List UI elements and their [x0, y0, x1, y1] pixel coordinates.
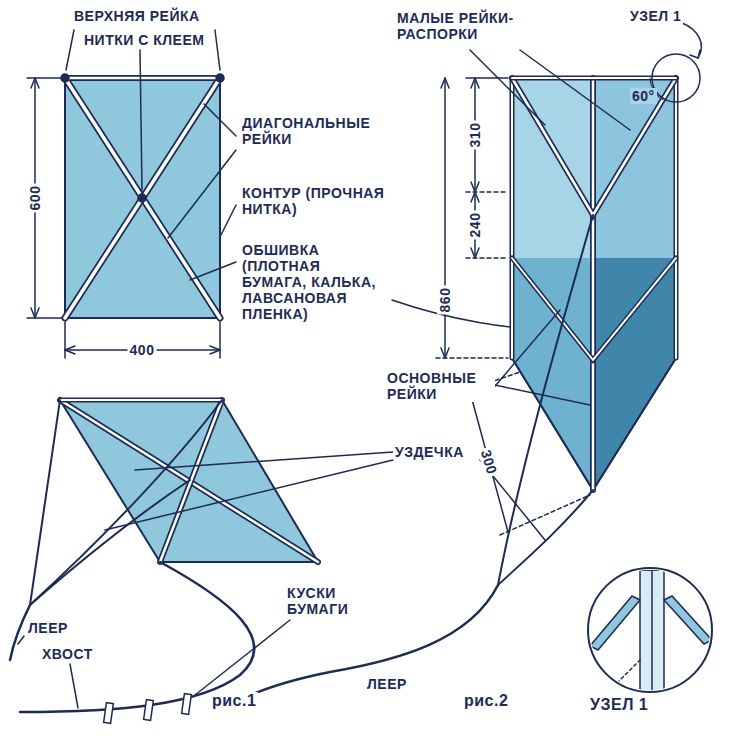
- figure-label: рис.2: [462, 692, 510, 710]
- part-label: КОНТУР (ПРОЧНАЯ НИТКА): [240, 185, 390, 217]
- callout-label: УЗЕЛ 1: [628, 8, 683, 24]
- part-label: ХВОСТ: [40, 646, 95, 662]
- part-label: КУСКИ БУМАГИ: [285, 585, 375, 617]
- part-label: ВЕРХНЯЯ РЕЙКА: [72, 8, 202, 24]
- part-label: УЗДЕЧКА: [393, 444, 466, 460]
- part-label: ЛЕЕР: [26, 620, 70, 636]
- figure-label: УЗЕЛ 1: [588, 696, 650, 714]
- part-label: ОСНОВНЫЕ РЕЙКИ: [385, 370, 495, 402]
- part-label: ЛЕЕР: [365, 676, 409, 692]
- dimension-number: 240: [467, 211, 483, 240]
- part-label: ДИАГОНАЛЬНЫЕ РЕЙКИ: [240, 115, 390, 147]
- dimension-number: 300: [477, 446, 500, 478]
- dimension-number: 600: [27, 184, 43, 213]
- dimension-number: 860: [437, 286, 453, 315]
- dimension-number: 310: [467, 121, 483, 150]
- figure-label: рис.1: [210, 692, 258, 710]
- angle-label: 60°: [630, 88, 657, 104]
- dimension-number: 400: [128, 342, 157, 358]
- part-label: НИТКИ С КЛЕЕМ: [82, 32, 206, 48]
- part-label: ОБШИВКА (ПЛОТНАЯ БУМАГА, КАЛЬКА, ЛАВСАНО…: [240, 242, 390, 322]
- part-label: МАЛЫЕ РЕЙКИ-РАСПОРКИ: [395, 10, 530, 42]
